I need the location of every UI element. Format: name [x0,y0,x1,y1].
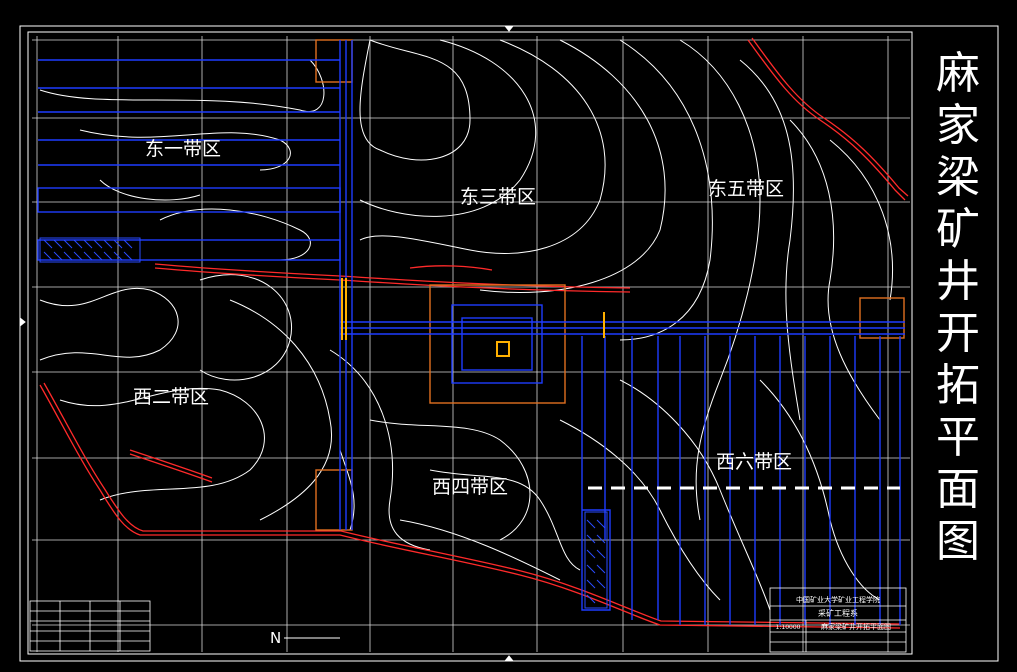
shaft-markers [341,278,605,357]
contour-lines [39,39,893,611]
sheet-frame [19,25,999,662]
title-glyph: 麻 [936,48,980,99]
legend-table [29,600,151,652]
title-glyph: 开 [936,308,980,359]
title-glyph: 面 [936,464,980,515]
shaft-pillar [315,39,905,531]
title-block: 中国矿业大学矿业工程学院 采矿工程系 1:10000 麻家梁矿井开拓平面图 [769,587,907,653]
title-glyph: 平 [936,412,980,463]
department-name: 采矿工程系 [818,608,858,618]
scale-text: 1:10000 [776,624,801,631]
roadway-network [37,40,905,625]
drawing-name: 麻家梁矿井开拓平面图 [821,622,891,631]
north-arrow: N [270,629,340,647]
zone-label: 东五带区 [708,178,784,200]
title-glyph: 矿 [936,204,980,255]
zone-label: 西六带区 [716,451,792,473]
mine-field-boundary [39,37,909,629]
zone-label: 西四带区 [432,476,508,498]
title-glyph: 图 [936,516,980,567]
zone-label: 西二带区 [133,386,209,408]
north-marker: N [270,629,281,647]
title-glyph: 井 [936,256,980,307]
coordinate-grid [32,36,910,652]
title-glyph: 拓 [936,360,980,411]
hatched-pillar [39,237,608,609]
school-name: 中国矿业大学矿业工程学院 [796,595,880,604]
zone-labels: 东一带区 东三带区 东五带区 西二带区 西四带区 西六带区 [133,138,792,498]
zone-label: 东三带区 [460,186,536,208]
zone-label: 东一带区 [145,138,221,160]
title-glyph: 梁 [936,152,980,203]
vertical-drawing-title: 麻家梁矿井开拓平面图 [918,48,998,568]
title-glyph: 家 [936,100,980,151]
